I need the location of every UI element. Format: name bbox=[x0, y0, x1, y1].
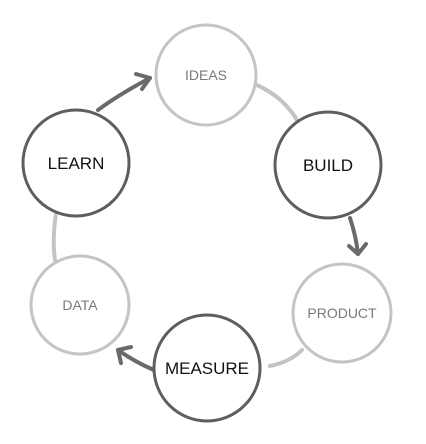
node-ideas-label: IDEAS bbox=[185, 67, 227, 83]
node-learn-label: LEARN bbox=[48, 154, 105, 173]
node-ideas: IDEAS bbox=[154, 23, 258, 127]
arrow-measure-to-data bbox=[116, 348, 156, 372]
node-build-label: BUILD bbox=[303, 156, 353, 175]
arrowhead-build-to-product bbox=[347, 242, 368, 256]
arrow-learn-to-ideas bbox=[96, 76, 152, 112]
arrowhead-learn-to-ideas bbox=[134, 72, 152, 91]
node-learn: LEARN bbox=[21, 108, 131, 218]
node-product-label: PRODUCT bbox=[307, 305, 377, 321]
node-build: BUILD bbox=[273, 110, 383, 220]
node-measure-label: MEASURE bbox=[165, 359, 249, 378]
node-data: DATA bbox=[29, 254, 131, 356]
arrowhead-measure-to-data bbox=[116, 345, 133, 365]
connector-data-to-learn bbox=[51, 212, 58, 262]
arrow-build-to-product bbox=[348, 216, 360, 256]
node-data-label: DATA bbox=[62, 297, 98, 313]
connector-product-to-measure bbox=[268, 348, 304, 368]
connector-ideas-to-build bbox=[255, 83, 300, 124]
node-measure: MEASURE bbox=[152, 313, 262, 423]
node-product: PRODUCT bbox=[291, 262, 393, 364]
